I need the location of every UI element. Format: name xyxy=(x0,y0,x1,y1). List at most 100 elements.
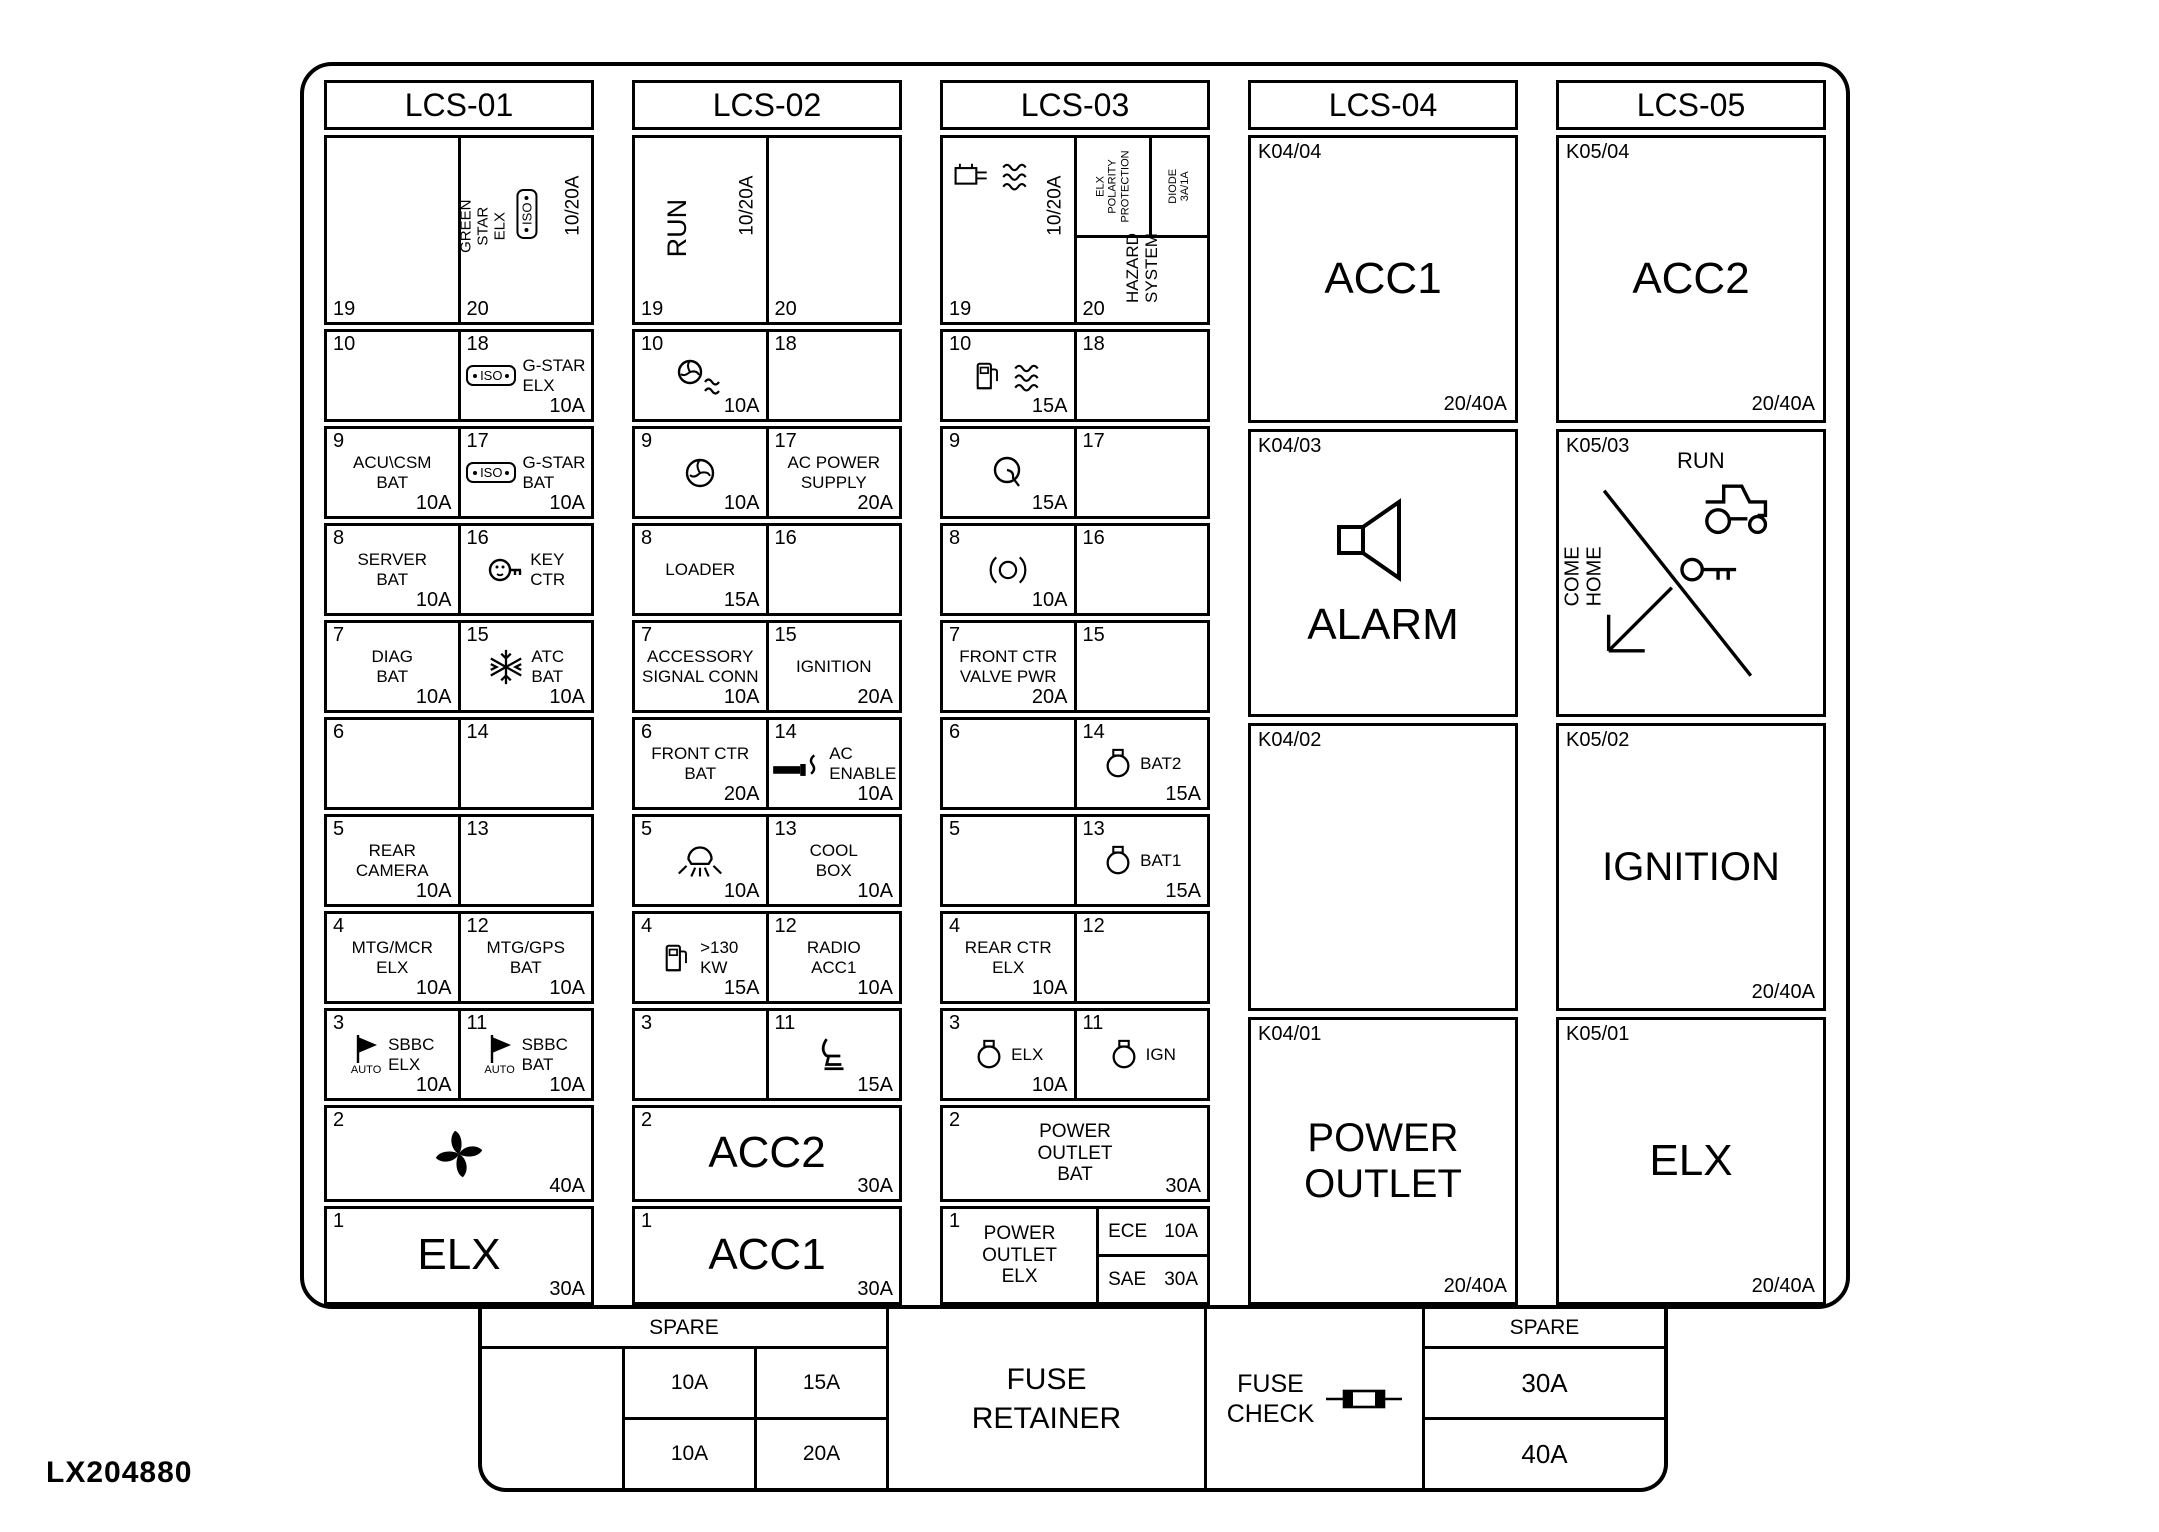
fuse-number: 7 xyxy=(949,624,961,646)
bottom-panel: SPARE 10A 10A 15A 20A FUSE RETAINER FUSE… xyxy=(478,1309,1668,1492)
fuse-label: REAR CTR ELX xyxy=(964,937,1052,977)
fuse-4: 4 REAR CTR ELX 10A xyxy=(943,914,1074,1001)
fuse-number: 5 xyxy=(641,818,653,840)
fuse-retainer-cell: FUSE RETAINER xyxy=(886,1309,1204,1488)
relay-content: POWER OUTLET xyxy=(1251,1020,1515,1302)
relay-rating: 20/40A xyxy=(1751,393,1815,415)
fuse-rating: 10A xyxy=(549,492,585,514)
column-title: LCS-05 xyxy=(1636,86,1746,123)
relay-k04-03: K04/03 ALARM xyxy=(1248,429,1518,717)
fuse-number: 9 xyxy=(641,430,653,452)
fuse-number: 12 xyxy=(466,915,489,937)
fuse-number: 13 xyxy=(466,818,489,840)
relay-id: K04/02 xyxy=(1258,729,1322,751)
fuse-18: 18 xyxy=(1073,332,1208,419)
fuse-number: 2 xyxy=(949,1109,961,1131)
fuse-label: AC ENABLE xyxy=(829,743,897,783)
fuse-row: 6 14 BAT2 15A xyxy=(940,717,1210,810)
fuse-row: 2 40A xyxy=(324,1105,594,1202)
fuse-row: 1 ACC1 30A xyxy=(632,1206,902,1305)
diode-rating: DIODE 3A/1A xyxy=(1167,169,1192,204)
fuse-number: 2 xyxy=(641,1109,653,1131)
fuse-number: 7 xyxy=(333,624,345,646)
fuse-row: 1 ELX 30A xyxy=(324,1206,594,1305)
fuse-1: 1 ACC1 30A xyxy=(635,1209,899,1302)
fuse-9: 9 10A xyxy=(635,429,766,516)
fuse-rating: 10A xyxy=(723,686,760,708)
fuse-number: 14 xyxy=(1082,721,1105,743)
fuse-row: 10 10A 18 xyxy=(632,329,902,422)
iso-text: ISO xyxy=(480,368,503,383)
relay-rating: 20/40A xyxy=(1751,1275,1815,1297)
fuse-label: AC POWER SUPPLY xyxy=(787,452,881,492)
fuel-pump-icon xyxy=(665,944,688,971)
auto-flag-icon xyxy=(356,1035,378,1063)
fuse-row: 19 20 GREEN STAR ELX ISO 10/20A xyxy=(324,135,594,325)
relay-label: IGNITION xyxy=(1602,845,1780,889)
fuse-label: GREEN STAR ELX xyxy=(457,199,508,253)
fuse-number: 8 xyxy=(641,527,653,549)
relay-k05-03: K05/03 xyxy=(1556,429,1826,717)
fuse-1: 1 POWER OUTLET ELX xyxy=(943,1209,1096,1302)
fuse-20: 20 xyxy=(765,138,900,322)
fuse-6: 6 xyxy=(943,720,1074,807)
fuse-rating: 10A xyxy=(723,492,760,514)
diode-label-cell: ELX POLARITY PROTECTION xyxy=(1077,138,1149,235)
spare-fuses-right: SPARE 30A 40A xyxy=(1422,1309,1664,1488)
fuse-9: 9 15A xyxy=(943,429,1074,516)
column-title: LCS-04 xyxy=(1328,86,1438,123)
fuse-row: 7 FRONT CTR VALVE PWR 20A 15 xyxy=(940,620,1210,713)
fuse-label: SERVER BAT xyxy=(357,549,428,589)
fuse-rating: 10A xyxy=(415,1074,452,1096)
fuse-10: 10 15A xyxy=(943,332,1074,419)
fuse-number: 4 xyxy=(333,915,345,937)
fuel-pump-icon xyxy=(976,362,999,389)
fuse-content: KEY CTR xyxy=(486,550,565,589)
fuse-19: 19 xyxy=(327,138,458,322)
diode-label: ELX POLARITY PROTECTION xyxy=(1094,150,1131,223)
iso-connector-icon: ISO xyxy=(505,164,549,264)
fuse-label: IGN xyxy=(1145,1044,1176,1064)
lcs-04-relays: K04/04 ACC1 20/40A K04/03 ALARM K04/02 K… xyxy=(1248,135,1518,1305)
fuse-number: 12 xyxy=(774,915,797,937)
fuse-4: 4 >130 KW 15A xyxy=(635,914,766,1001)
relay-label: ALARM xyxy=(1307,599,1459,649)
fuse-rating: 10A xyxy=(549,977,585,999)
fuse-7: 7 DIAG BAT 10A xyxy=(327,623,458,710)
fuse-2: 2 POWER OUTLET BAT 30A xyxy=(943,1108,1207,1199)
horn-icon xyxy=(994,456,1021,487)
column-title: LCS-02 xyxy=(712,86,822,123)
fuse-row: 8 10A 16 xyxy=(940,523,1210,616)
fuse-number: 14 xyxy=(774,721,797,743)
relay-k04-02: K04/02 xyxy=(1248,723,1518,1011)
fuse-rating: 10/20A xyxy=(736,175,758,237)
lamp-icon xyxy=(1106,845,1130,874)
spare-left-grid: 10A 10A 15A 20A xyxy=(482,1349,886,1488)
fuse-number: 16 xyxy=(466,527,489,549)
fuse-number: 17 xyxy=(774,430,797,452)
fuse-number: 14 xyxy=(466,721,489,743)
relay-id: K05/01 xyxy=(1566,1023,1630,1045)
lcs-02-fuses: 19 RUN 10/20A 20 10 10A 18 xyxy=(632,135,902,1305)
fuse-6: 6 xyxy=(327,720,458,807)
auto-text: AUTO xyxy=(350,1064,382,1076)
relay-id: K05/03 xyxy=(1566,435,1630,457)
iso-chip-rotated: ISO xyxy=(516,188,538,240)
fuse-rating: 10A xyxy=(857,783,893,805)
fuse-content: ATC BAT xyxy=(487,647,564,686)
relay-id: K05/04 xyxy=(1566,141,1630,163)
fuse-label-box: GREEN STAR ELX xyxy=(457,152,508,300)
column-lcs-05: LCS-05 K05/04 ACC2 20/40A K05/03 xyxy=(1556,80,1826,1305)
work-light-icon xyxy=(678,845,723,877)
auto-flag-icon xyxy=(490,1035,511,1063)
fuse-20: 20 ELX POLARITY PROTECTION DIODE 3A/1A H… xyxy=(1073,138,1207,322)
fuse-content: IGN xyxy=(1108,1039,1176,1071)
relay-k05-01: K05/01 ELX 20/40A xyxy=(1556,1017,1826,1305)
fuse-rating: 10A xyxy=(549,1074,585,1096)
